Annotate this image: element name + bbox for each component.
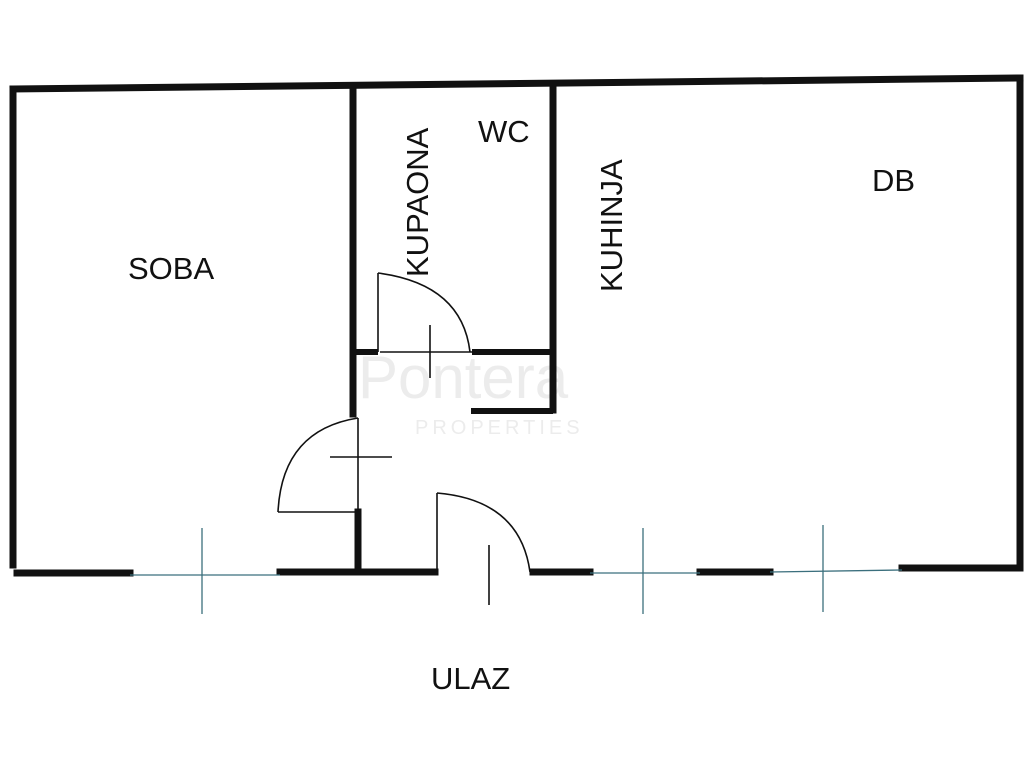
room-labels: SOBA KUPAONA WC KUHINJA DB ULAZ bbox=[128, 114, 915, 696]
windows bbox=[130, 525, 903, 614]
room-label-ulaz: ULAZ bbox=[431, 661, 510, 696]
watermark-brand: Pontera bbox=[358, 344, 569, 411]
room-label-soba: SOBA bbox=[128, 251, 214, 286]
bathroom-door bbox=[377, 272, 472, 378]
doors bbox=[277, 272, 531, 605]
soba-door-swing bbox=[277, 417, 359, 513]
room-label-db: DB bbox=[872, 163, 915, 198]
entrance-door bbox=[436, 492, 531, 605]
room-label-kuhinja: KUHINJA bbox=[594, 159, 629, 292]
soba-door bbox=[277, 417, 392, 513]
bathroom-door-swing bbox=[377, 272, 471, 353]
entrance-door-swing bbox=[436, 492, 531, 573]
exterior-walls bbox=[9, 74, 1024, 577]
watermark: Pontera PROPERTIES bbox=[358, 344, 584, 439]
interior-walls bbox=[349, 86, 557, 574]
room-label-wc: WC bbox=[478, 114, 530, 149]
watermark-sub: PROPERTIES bbox=[415, 417, 584, 439]
room-label-kupaona: KUPAONA bbox=[400, 127, 435, 277]
window-3 bbox=[769, 569, 903, 573]
top-wall bbox=[9, 74, 1024, 93]
